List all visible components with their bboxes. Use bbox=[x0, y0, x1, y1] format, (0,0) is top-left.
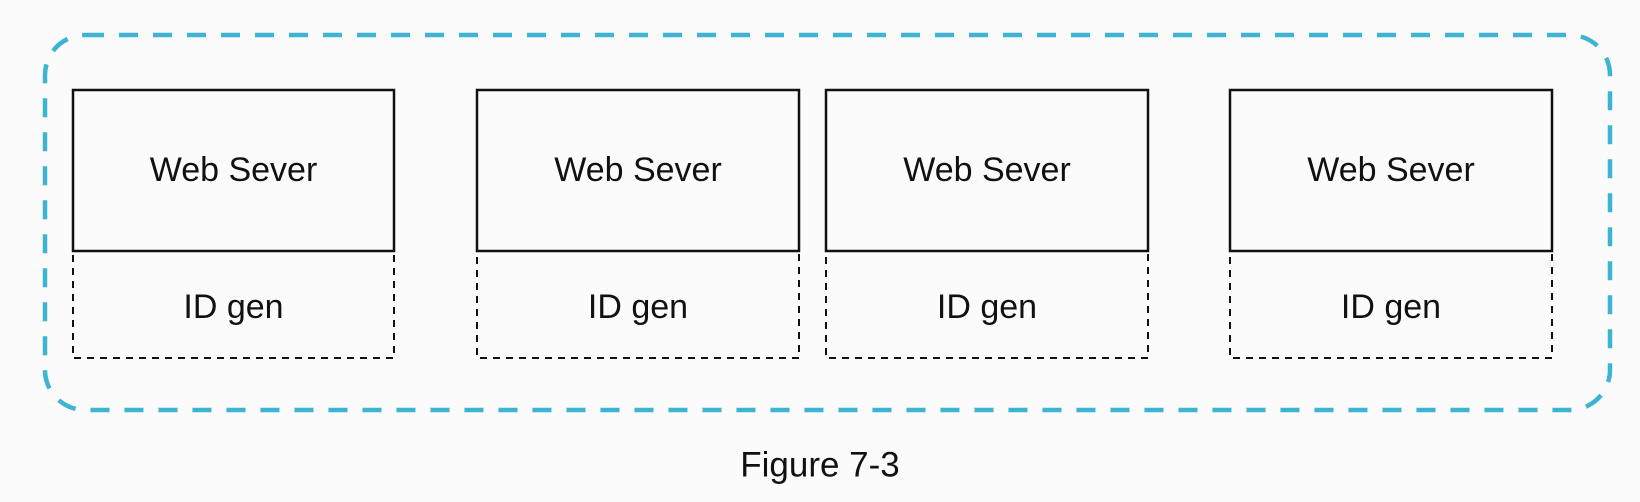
id-generator-box bbox=[476, 250, 800, 359]
server-node-2: Web Sever ID gen bbox=[475, 88, 801, 359]
id-generator-box bbox=[72, 250, 395, 359]
server-node-4: Web Sever ID gen bbox=[1228, 88, 1554, 359]
id-generator-label: ID gen bbox=[588, 288, 688, 326]
id-generator-label: ID gen bbox=[183, 288, 283, 326]
server-node-1: Web Sever ID gen bbox=[71, 88, 396, 359]
id-generator-box bbox=[1229, 250, 1553, 359]
id-generator-label: ID gen bbox=[937, 288, 1037, 326]
server-node-3: Web Sever ID gen bbox=[824, 88, 1150, 359]
web-server-label: Web Sever bbox=[554, 151, 722, 189]
id-generator-label: ID gen bbox=[1341, 288, 1441, 326]
web-server-label: Web Sever bbox=[150, 151, 318, 189]
figure-caption: Figure 7-3 bbox=[740, 445, 900, 484]
web-server-label: Web Sever bbox=[903, 151, 1071, 189]
id-generator-box bbox=[825, 250, 1149, 359]
web-server-label: Web Sever bbox=[1307, 151, 1475, 189]
